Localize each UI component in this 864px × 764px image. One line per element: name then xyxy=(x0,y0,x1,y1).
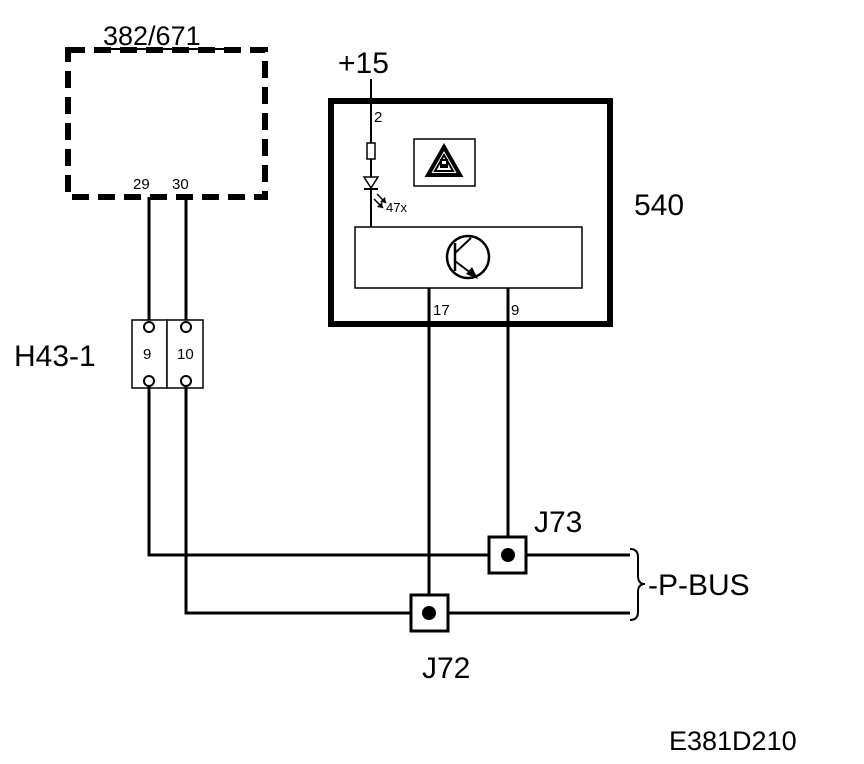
module-540-label: 540 xyxy=(634,189,684,222)
junction-j72: J72 xyxy=(409,593,470,685)
pin-30-label: 30 xyxy=(172,176,189,193)
led-count-label: 47x xyxy=(386,200,407,215)
pin-17-label: 17 xyxy=(433,302,450,319)
connector-pin-9-label: 9 xyxy=(143,346,151,363)
wire-pin10-to-bus xyxy=(184,383,630,615)
module-540: 540 2 47x xyxy=(328,98,684,327)
module-540-outline xyxy=(328,98,613,327)
connector-h43-1: H43-1 9 10 xyxy=(14,319,204,389)
warning-symbol-icon xyxy=(413,138,476,187)
supply-15: +15 xyxy=(338,47,389,143)
led-icon xyxy=(362,176,387,209)
pin-29-label: 29 xyxy=(133,176,150,193)
supply-label: +15 xyxy=(338,47,389,80)
module-382-671-label: 382/671 xyxy=(103,21,201,51)
p-bus-brace: -P-BUS xyxy=(629,548,750,621)
junction-j73: J73 xyxy=(487,506,582,575)
junction-j73-label: J73 xyxy=(534,506,582,539)
connector-h43-1-label: H43-1 xyxy=(14,340,96,373)
module-382-671: 382/671 29 30 xyxy=(65,21,268,200)
transistor-icon xyxy=(445,234,491,280)
p-bus-label: -P-BUS xyxy=(648,569,750,602)
connector-pin-10-label: 10 xyxy=(177,346,194,363)
pin-9-label: 9 xyxy=(511,302,519,319)
junction-j72-label: J72 xyxy=(422,652,470,685)
resistor-symbol xyxy=(366,142,376,160)
pin-2-label: 2 xyxy=(374,109,382,126)
wires xyxy=(147,197,630,615)
module-382-671-outline xyxy=(65,47,268,200)
drawing-code: E381D210 xyxy=(669,726,797,756)
connector-pin-holes xyxy=(143,321,192,387)
wire-pin9-to-bus xyxy=(147,383,630,557)
